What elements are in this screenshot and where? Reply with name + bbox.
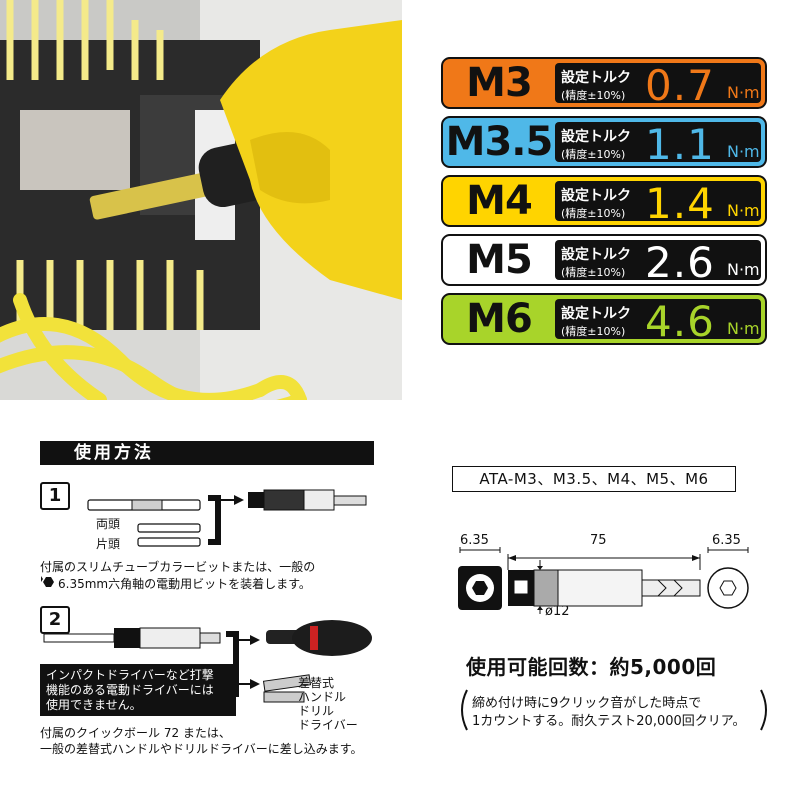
hex-icon: [40, 574, 56, 590]
dim-length: 75: [590, 533, 607, 548]
torque-row: M5 設定トルク (精度±10%) 2.6 N·m: [441, 234, 767, 287]
torque-accuracy: (精度±10%): [561, 266, 626, 279]
torque-panel: 設定トルク (精度±10%) 0.7 N·m: [555, 61, 761, 110]
torque-accuracy: (精度±10%): [561, 89, 626, 102]
left-paren: [461, 689, 468, 731]
handle-illustration: [292, 620, 372, 656]
screw-size: M3: [466, 60, 533, 106]
dim-right: 6.35: [712, 533, 741, 548]
torque-label: 設定トルク: [561, 306, 631, 322]
torque-label: 設定トルク: [561, 129, 631, 145]
torque-unit: N·m: [727, 142, 760, 161]
torque-row: M3 設定トルク (精度±10%) 0.7 N·m: [441, 57, 767, 110]
note-line1: 締め付け時に9クリック音がした時点で: [472, 696, 702, 711]
usage-count: 使用可能回数：約5,000回: [466, 655, 717, 679]
warning-line3: 使用できません。: [46, 698, 142, 712]
step-1-text-line1: 付属のスリムチューブカラービットまたは、一般の: [40, 560, 316, 574]
torque-row: M3.5 設定トルク (精度±10%) 1.1 N·m: [441, 116, 767, 169]
right-paren: [760, 689, 767, 731]
torque-value: 2.6: [645, 238, 715, 287]
torque-unit: N·m: [727, 83, 760, 102]
torque-row: M4 設定トルク (精度±10%) 1.4 N·m: [441, 175, 767, 228]
torque-label: 設定トルク: [561, 70, 631, 86]
torque-accuracy: (精度±10%): [561, 148, 626, 161]
torque-value: 1.1: [645, 120, 715, 169]
label-line1: 差替式: [298, 676, 335, 690]
torque-row: M6 設定トルク (精度±10%) 4.6 N·m: [441, 293, 767, 346]
note-line2: 1カウントする。耐久テスト20,000回クリア。: [472, 714, 746, 729]
torque-value: 4.6: [645, 297, 715, 346]
screw-size: M3.5: [445, 119, 554, 165]
step-2-label: 差替式 ハンドル ドリル ドライバー: [298, 676, 358, 732]
label-single-end: 片頭: [96, 537, 121, 551]
step-2-diagram: [43, 620, 372, 703]
torque-unit: N·m: [727, 260, 760, 279]
label-line3: ドリル: [298, 704, 335, 718]
torque-unit: N·m: [727, 319, 760, 338]
usage-title: 使用方法: [40, 441, 374, 465]
torque-panel: 設定トルク (精度±10%) 2.6 N·m: [555, 238, 761, 287]
step-2-text-line1: 付属のクイックボール 72 または、: [40, 726, 231, 740]
step-2-text-line2: 一般の差替式ハンドルやドリルドライバーに差し込みます。: [40, 742, 363, 756]
torque-panel: 設定トルク (精度±10%) 1.4 N·m: [555, 179, 761, 228]
screw-size: M5: [466, 237, 533, 283]
label-line2: ハンドル: [298, 690, 347, 704]
product-photo: [0, 0, 402, 400]
step-1-diagram: [87, 489, 367, 547]
torque-value: 0.7: [645, 61, 715, 110]
label-line4: ドライバー: [298, 718, 358, 732]
screw-size: M4: [466, 178, 533, 224]
torque-label: 設定トルク: [561, 188, 631, 204]
dimension-drawing: [458, 547, 749, 614]
warning-line2: 機能のある電動ドライバーには: [46, 683, 214, 697]
warning-box: インパクトドライバーなど打撃 機能のある電動ドライバーには 使用できません。: [40, 664, 236, 716]
model-list: ATA-M3、M3.5、M4、M5、M6: [452, 466, 736, 492]
torque-panel: 設定トルク (精度±10%) 4.6 N·m: [555, 297, 761, 346]
dim-left: 6.35: [460, 533, 489, 548]
step-2-number: 2: [40, 606, 70, 634]
label-double-end: 両頭: [96, 517, 121, 531]
step-1-text-line2: 6.35mm六角軸の電動用ビットを装着します。: [58, 577, 311, 591]
usage-photo: [0, 0, 402, 400]
warning-line1: インパクトドライバーなど打撃: [46, 668, 214, 682]
torque-unit: N·m: [727, 201, 760, 220]
torque-label: 設定トルク: [561, 247, 631, 263]
step-1-number: 1: [40, 482, 70, 510]
torque-panel: 設定トルク (精度±10%) 1.1 N·m: [555, 120, 761, 169]
screw-size: M6: [466, 296, 533, 342]
dim-diameter: ø12: [545, 604, 570, 619]
torque-accuracy: (精度±10%): [561, 207, 626, 220]
torque-accuracy: (精度±10%): [561, 325, 626, 338]
torque-value: 1.4: [645, 179, 715, 228]
single-end-bit: [137, 523, 201, 533]
